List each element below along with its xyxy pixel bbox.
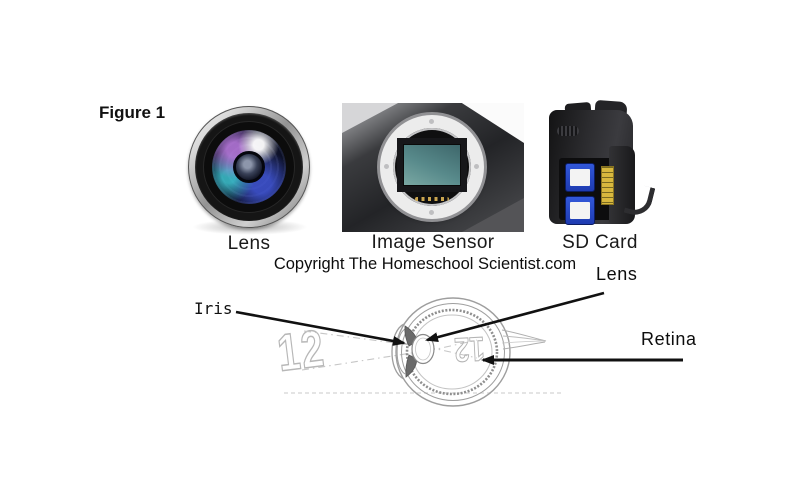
label-retina: Retina bbox=[641, 329, 697, 349]
lens-arrow bbox=[425, 291, 605, 343]
light-rays bbox=[301, 330, 478, 371]
camera-dial bbox=[557, 126, 579, 136]
camera-lens-photo bbox=[188, 106, 310, 228]
viewed-object-12: 12 bbox=[274, 318, 329, 383]
sensor-contacts bbox=[415, 197, 449, 201]
sd-card-bottom bbox=[565, 196, 595, 225]
slot-sticker bbox=[601, 166, 614, 205]
label-iris: Iris bbox=[194, 299, 233, 318]
sd-card-label-area bbox=[570, 202, 590, 219]
sd-card-photo bbox=[545, 100, 655, 232]
figure-number-label: Figure 1 bbox=[99, 103, 166, 122]
optic-nerve-sketch bbox=[501, 329, 547, 350]
image-sensor-photo bbox=[342, 103, 524, 232]
sensor-chip bbox=[403, 143, 461, 186]
photo-corner bbox=[462, 198, 524, 232]
mount-screws bbox=[429, 119, 434, 124]
copyright-text: Copyright The Homeschool Scientist.com bbox=[273, 255, 577, 273]
svg-text:12: 12 bbox=[274, 318, 328, 382]
caption-sd-card: SD Card bbox=[562, 232, 638, 253]
caption-image-sensor: Image Sensor bbox=[371, 232, 495, 253]
lens-mount-ring bbox=[380, 115, 484, 219]
sd-card-label-area bbox=[570, 169, 590, 186]
label-eye-lens: Lens bbox=[596, 264, 638, 284]
lens-aperture bbox=[233, 151, 265, 183]
caption-lens: Lens bbox=[227, 233, 271, 254]
retinal-image-12: 12 bbox=[453, 329, 486, 370]
sd-card-top bbox=[565, 163, 595, 192]
svg-text:12: 12 bbox=[453, 329, 485, 369]
iris-arrow bbox=[235, 310, 406, 346]
eye-lens-sketch bbox=[411, 333, 435, 365]
eyeball-sketch bbox=[391, 297, 511, 407]
